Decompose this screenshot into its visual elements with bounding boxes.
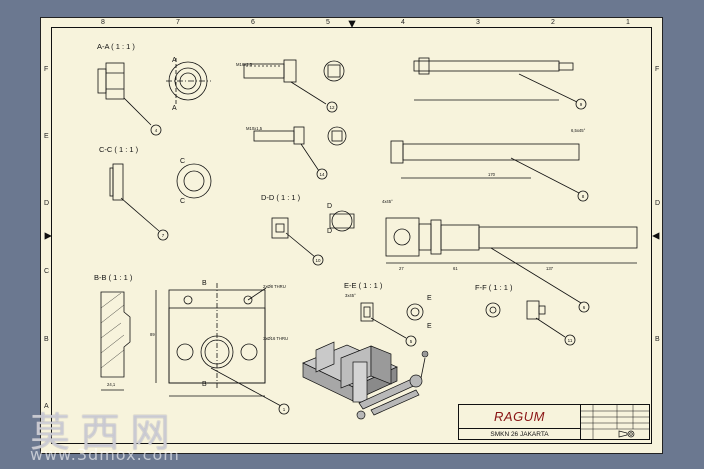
balloon-label: 11 — [568, 338, 573, 343]
section-letter: E — [427, 295, 432, 302]
dimension: 61 — [453, 266, 458, 271]
drawing-sheet: 8 7 6 5 4 3 2 1 F E D C B A F D B — [40, 17, 663, 454]
zone-label: B — [655, 336, 660, 343]
title-block: RAGUM SMKN 26 JAKARTA — [458, 404, 650, 440]
dimension: 6,5x45° — [571, 128, 586, 133]
zone-label: 3 — [476, 19, 480, 26]
zone-label: F — [44, 66, 49, 73]
view-title-dd: D-D ( 1 : 1 ) — [261, 193, 301, 202]
title-cell: RAGUM — [459, 405, 581, 429]
drawing-title: RAGUM — [494, 409, 545, 424]
drawing-canvas: 4 7 12 14 10 9 8 6 5 11 1 A-A ( 1 : 1 ) … — [44, 20, 660, 420]
section-letter: B — [202, 381, 207, 388]
balloon-label: 9 — [580, 102, 583, 107]
zone-label: D — [655, 200, 661, 207]
balloon-label: 1 — [283, 407, 286, 412]
drawing-frame — [51, 27, 652, 444]
section-letter: D — [327, 228, 332, 235]
balloon-label: 6 — [583, 305, 586, 310]
dimension: M16x1,5 — [236, 62, 253, 67]
zone-label: C — [44, 268, 50, 275]
zone-label: E — [44, 133, 49, 140]
balloon-label: 4 — [155, 128, 158, 133]
section-letter: C — [180, 198, 185, 205]
dimension: 170 — [488, 172, 496, 177]
zone-label: 5 — [326, 19, 330, 26]
zone-label: 2 — [551, 19, 555, 26]
zone-label: 4 — [401, 19, 405, 26]
zone-label: 1 — [626, 19, 630, 26]
zone-label: F — [655, 66, 660, 73]
title-grid — [581, 405, 649, 440]
zone-label: 8 — [101, 19, 105, 26]
section-letter: A — [172, 57, 177, 64]
view-title-ee: E-E ( 1 : 1 ) — [344, 281, 383, 290]
view-title-cc: C-C ( 1 : 1 ) — [99, 145, 139, 154]
zone-label: B — [44, 336, 49, 343]
dimension: 3xØ16 THRU — [263, 336, 288, 341]
balloon-label: 5 — [410, 339, 413, 344]
balloon-label: 7 — [162, 233, 165, 238]
projection-symbol-icon — [618, 430, 635, 438]
section-letter: E — [427, 323, 432, 330]
zone-label: A — [44, 403, 49, 410]
view-title-aa: A-A ( 1 : 1 ) — [97, 42, 135, 51]
section-letter: C — [180, 158, 185, 165]
balloon-label: 10 — [315, 258, 321, 263]
dimension: 137 — [546, 266, 554, 271]
dimension: 2xØ8 THRU — [263, 284, 286, 289]
dimension: 89 — [150, 332, 155, 337]
view-title-bb: B-B ( 1 : 1 ) — [94, 273, 133, 282]
zone-label: D — [44, 200, 50, 207]
dimension: 27 — [399, 266, 404, 271]
view-title-ff: F-F ( 1 : 1 ) — [475, 283, 513, 292]
dimension: M10x1,5 — [246, 126, 263, 131]
section-letter: B — [202, 280, 207, 287]
dimension: 24,1 — [107, 382, 116, 387]
balloon-label: 14 — [319, 172, 325, 177]
dimension: 4x45° — [382, 199, 393, 204]
school-name: SMKN 26 JAKARTA — [459, 429, 581, 440]
zone-label: 6 — [251, 19, 255, 26]
section-letter: A — [172, 105, 177, 112]
dimension: 3x45° — [345, 293, 356, 298]
section-letter: D — [327, 203, 332, 210]
zone-label: 7 — [176, 19, 180, 26]
balloon-label: 8 — [582, 194, 585, 199]
balloon-label: 12 — [329, 105, 335, 110]
